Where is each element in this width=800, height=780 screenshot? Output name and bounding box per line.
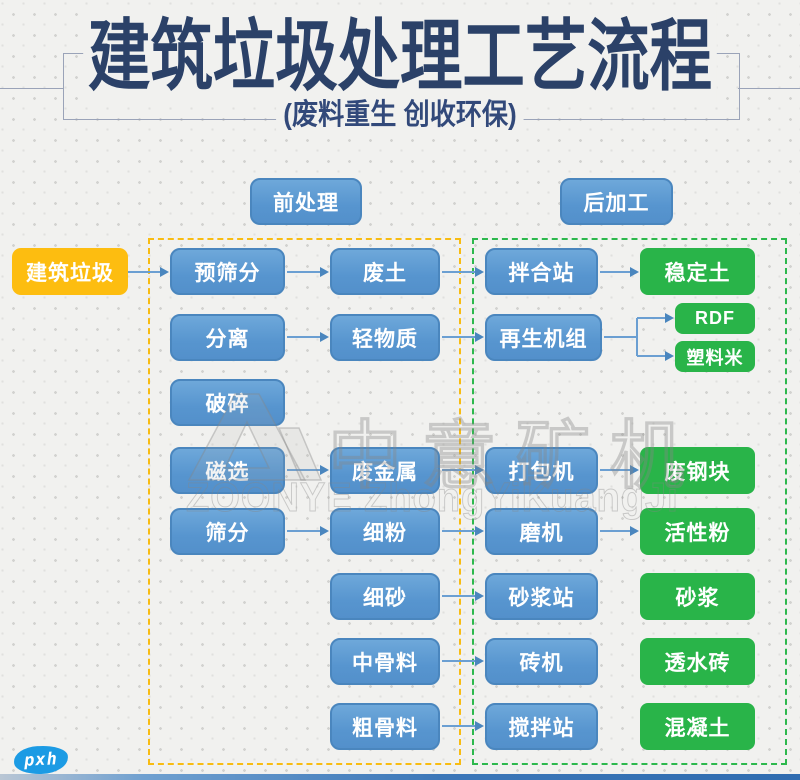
connector-line-13 [287,530,320,532]
connector-line-9 [637,355,665,357]
connector-arrowhead-8 [665,313,674,323]
connector-line-5 [442,336,475,338]
connector-arrowhead-4 [320,332,329,342]
connector-arrowhead-0 [160,267,169,277]
node-pre-screening: 预筛分 [170,248,285,295]
connector-line-14 [442,530,475,532]
connector-arrowhead-17 [475,656,484,666]
connector-line-6 [604,336,637,338]
pre-processing-group-border [148,238,461,765]
connector-arrowhead-10 [320,465,329,475]
connector-arrowhead-14 [475,526,484,536]
node-mill: 磨机 [485,508,598,555]
connector-line-16 [442,595,475,597]
connector-arrowhead-11 [475,465,484,475]
connector-arrowhead-15 [630,526,639,536]
bottom-accent-bar [0,774,800,780]
node-fine-sand: 细砂 [330,573,440,620]
connector-line-4 [287,336,320,338]
connector-arrowhead-12 [630,465,639,475]
title-frame-left-line [0,88,63,89]
page-title: 建筑垃圾处理工艺流程 [83,10,717,102]
connector-line-1 [287,271,320,273]
node-crushing: 破碎 [170,379,285,426]
node-mortar-station: 砂浆站 [485,573,598,620]
node-mortar: 砂浆 [640,573,755,620]
connector-line-10 [287,469,320,471]
node-coarse-aggregate: 粗骨料 [330,703,440,750]
node-screening: 筛分 [170,508,285,555]
pxh-badge-label: pxh [23,749,59,771]
connector-line-11 [442,469,475,471]
connector-arrowhead-9 [665,351,674,361]
pxh-badge: pxh [13,744,69,776]
node-light-material: 轻物质 [330,314,440,361]
node-scrap-metal: 废金属 [330,447,440,494]
node-stabilized-soil: 稳定土 [640,248,755,295]
node-mixing-station: 拌合站 [485,248,598,295]
connector-line-3 [600,271,630,273]
node-baler: 打包机 [485,447,598,494]
node-waste-soil: 废土 [330,248,440,295]
node-post-label: 后加工 [560,178,673,225]
node-magnetic-separation: 磁选 [170,447,285,494]
connector-line-7 [636,318,638,356]
connector-line-15 [600,530,630,532]
node-fine-powder: 细粉 [330,508,440,555]
node-pre-label: 前处理 [250,178,362,225]
connector-arrowhead-5 [475,332,484,342]
node-regeneration-unit: 再生机组 [485,314,602,361]
connector-arrowhead-16 [475,591,484,601]
node-concrete: 混凝土 [640,703,755,750]
connector-line-18 [442,725,475,727]
connector-line-8 [637,317,665,319]
connector-line-12 [600,469,630,471]
node-brick-machine: 砖机 [485,638,598,685]
connector-arrowhead-2 [475,267,484,277]
page-subtitle: (废料重生 创收环保) [276,99,524,132]
node-separation: 分离 [170,314,285,361]
node-rdf: RDF [675,303,755,334]
post-processing-group-border [472,238,787,765]
connector-line-0 [128,271,160,273]
node-medium-aggregate: 中骨料 [330,638,440,685]
connector-arrowhead-18 [475,721,484,731]
node-construction-waste: 建筑垃圾 [12,248,128,295]
connector-arrowhead-3 [630,267,639,277]
title-frame-right-line [738,88,800,89]
node-permeable-brick: 透水砖 [640,638,755,685]
connector-line-2 [442,271,475,273]
connector-arrowhead-13 [320,526,329,536]
connector-line-17 [442,660,475,662]
node-active-powder: 活性粉 [640,508,755,555]
node-mixing-plant: 搅拌站 [485,703,598,750]
node-scrap-steel-block: 废钢块 [640,447,755,494]
node-plastic-pellets: 塑料米 [675,341,755,372]
connector-arrowhead-1 [320,267,329,277]
